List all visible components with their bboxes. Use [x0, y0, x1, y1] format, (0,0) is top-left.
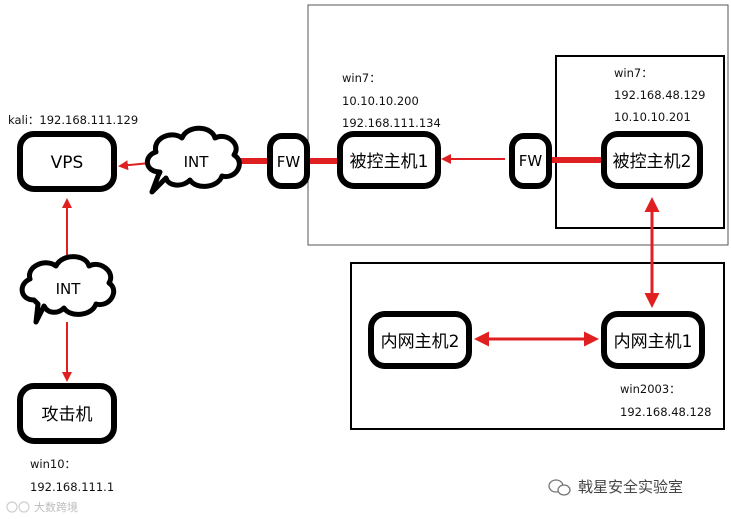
- corner-watermark-icon: [6, 501, 30, 513]
- internet-cloud-2-label: INT: [56, 280, 82, 298]
- wechat-icon: [548, 479, 571, 496]
- controlled1-ip1-info: 10.10.10.200: [342, 94, 419, 108]
- controlled-host-1-label: 被控主机1: [350, 152, 429, 172]
- intranet-frame: [350, 262, 725, 430]
- internet-cloud-2: INT: [19, 254, 117, 325]
- controlled-host-2-label: 被控主机2: [613, 152, 692, 172]
- controlled1-os-info: win7：: [342, 71, 381, 85]
- intranet1-os-info: win2003：: [620, 382, 681, 396]
- intranet-host-2-node: 内网主机2: [368, 311, 472, 369]
- internet-cloud-1-label: INT: [184, 153, 210, 171]
- intranet-host-2-label: 内网主机2: [381, 332, 460, 352]
- firewall-1-node: FW: [267, 133, 310, 189]
- attacker-node: 攻击机: [17, 383, 117, 444]
- controlled2-ip1-info: 192.168.48.129: [614, 88, 705, 102]
- watermark-text: 戟星安全实验室: [578, 478, 683, 496]
- controlled2-ip2-info: 10.10.10.201: [614, 110, 691, 124]
- firewall-2-label: FW: [519, 152, 543, 170]
- corner-watermark-text: 大数跨境: [34, 500, 78, 514]
- attacker-label: 攻击机: [42, 405, 93, 425]
- firewall-1-label: FW: [277, 153, 301, 171]
- intranet-host-1-node: 内网主机1: [601, 311, 705, 369]
- controlled1-ip2-info: 192.168.111.134: [342, 116, 441, 130]
- vps-node: VPS: [17, 131, 117, 192]
- vps-label: VPS: [51, 153, 84, 173]
- internet-cloud-1: INT: [145, 125, 242, 195]
- inner-frame-controlled2: [555, 55, 725, 229]
- controlled2-os-info: win7：: [614, 66, 653, 80]
- controlled-host-2-node: 被控主机2: [601, 131, 703, 189]
- intranet-host-1-label: 内网主机1: [614, 332, 693, 352]
- dmz-frame: [307, 4, 729, 246]
- attacker-os-info: win10：: [30, 457, 76, 471]
- kali-info: kali：192.168.111.129: [8, 113, 138, 127]
- firewall-2-node: FW: [509, 133, 552, 189]
- intranet1-ip-info: 192.168.48.128: [620, 405, 711, 419]
- attacker-ip-info: 192.168.111.1: [30, 480, 114, 494]
- controlled-host-1-node: 被控主机1: [337, 131, 441, 189]
